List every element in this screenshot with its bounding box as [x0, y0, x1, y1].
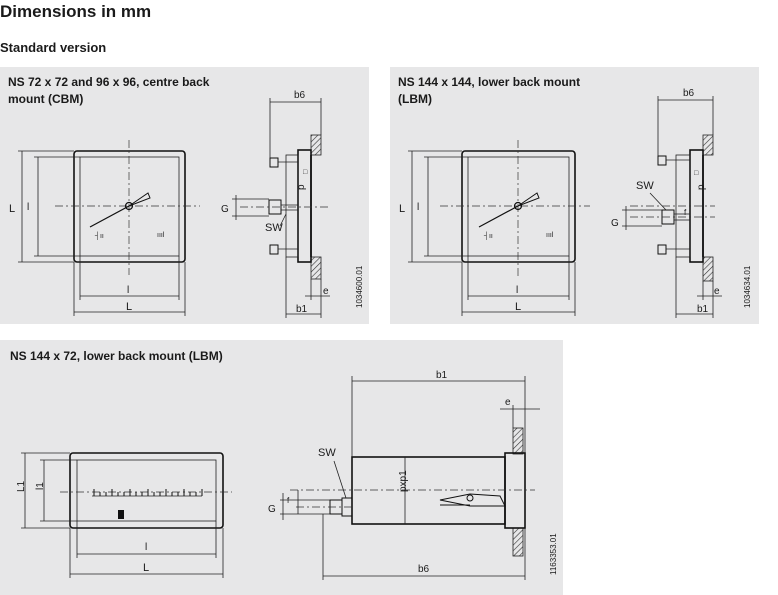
panel-3-b1: b1 [436, 370, 448, 381]
panel-1-title-line2: mount (CBM) [8, 92, 84, 106]
panel-1-L-horizontal: L [126, 301, 132, 313]
panel-2-drawing-number: 1034634.01 [743, 265, 752, 308]
panel-1-title-line1: NS 72 x 72 and 96 x 96, centre back [8, 75, 210, 89]
panel-2-title: NS 144 x 144, lower back mount (LBM) [398, 74, 580, 108]
panel-3-title: NS 144 x 72, lower back mount (LBM) [10, 348, 223, 365]
panel-2-title-line2: (LBM) [398, 92, 432, 106]
panel-2-title-line1: NS 144 x 144, lower back mount [398, 75, 581, 89]
panel-lbm-144x72 [0, 340, 563, 595]
panel-1-b6: b6 [294, 90, 306, 101]
panel-3-SW: SW [318, 447, 336, 459]
panel-2-front-view: ┤ıı ıııl L l l L [399, 140, 590, 316]
panel-1-drawing-number: 1034600.01 [355, 265, 364, 308]
panel-3-title-line1: NS 144 x 72, lower back mount (LBM) [10, 349, 223, 363]
panel-1-G: G [221, 204, 229, 215]
panel-1-front-view: ┤ıı ıııl L l l L [9, 140, 200, 316]
panel-1-square: □ [303, 169, 308, 176]
panel-2-L-horizontal: L [515, 301, 521, 313]
panel-2-e: e [714, 286, 720, 297]
page-subtitle: Standard version [0, 40, 107, 55]
panel-1-p: p [296, 184, 307, 190]
panel-2-l-horizontal: l [516, 285, 518, 296]
panel-1-b1: b1 [296, 304, 308, 315]
panel-2-scale-start-mark: ┤ıı [483, 231, 493, 241]
panel-3-pxp1: pxp1 [398, 470, 409, 492]
panel-3-side-view: G f SW pxp1 b1 e b6 1163353.01 [268, 370, 558, 580]
panel-2-p: p [696, 184, 707, 190]
panel-1-l-vertical: l [27, 202, 29, 213]
panel-1-L-vertical: L [9, 203, 15, 215]
panel-3-L-horizontal: L [143, 562, 149, 574]
panel-2-b6: b6 [683, 88, 695, 99]
panel-1-e: e [323, 286, 329, 297]
panel-3-l-horizontal: l [145, 542, 147, 553]
panel-2-square: □ [694, 170, 699, 177]
panel-3-e: e [505, 397, 511, 408]
panel-1-SW: SW [265, 222, 283, 234]
panel-3-L1: L1 [16, 480, 27, 492]
panel-1-title: NS 72 x 72 and 96 x 96, centre back moun… [8, 74, 209, 108]
panel-3-G: G [268, 504, 276, 515]
panel-2-l-vertical: l [417, 202, 419, 213]
panel-3-b6: b6 [418, 564, 430, 575]
panel-2-side-view: G SW f p □ b6 b1 e 1034634.01 [611, 88, 752, 318]
page-title: Dimensions in mm [0, 2, 152, 21]
panel-2-f: f [684, 208, 687, 217]
panel-2-SW: SW [636, 180, 654, 192]
scale-end-mark: ıııl [157, 232, 165, 239]
panel-2-scale-end-mark: ıııl [546, 232, 554, 239]
panel-2-b1: b1 [697, 304, 709, 315]
panel-1-l-horizontal: l [127, 285, 129, 296]
panel-2-G: G [611, 218, 619, 229]
panel-1-side-view: G SW p □ b6 b1 e 1034600.01 [221, 90, 364, 318]
panel-3-drawing-number: 1163353.01 [549, 533, 558, 575]
panel-3-f: f [287, 496, 290, 505]
panel-3-front-view: L1 l1 l L [16, 452, 232, 578]
panel-2-L-vertical: L [399, 203, 405, 215]
scale-start-mark: ┤ıı [94, 231, 104, 241]
panel-3-l1: l1 [35, 482, 46, 490]
